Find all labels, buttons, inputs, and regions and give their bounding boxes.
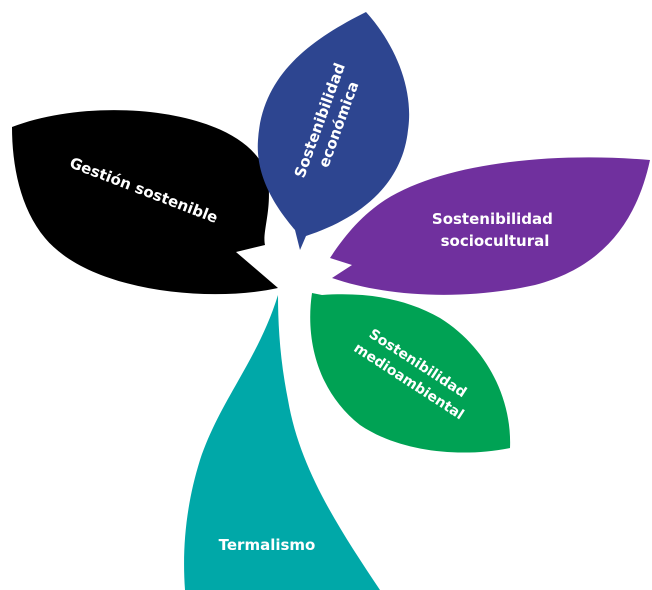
petal-economica-shape [257, 12, 410, 250]
svg-text:Sostenibilidad sociocult: Sostenibilidad sociocultural [432, 210, 558, 250]
petal-sostenibilidad-economica: Sostenibilidad económica [257, 12, 410, 250]
petal-sociocultural-label-line2: sociocultural [441, 232, 550, 250]
petal-sostenibilidad-sociocultural: Sostenibilidad sociocultural [330, 157, 650, 295]
petal-termalismo-shape [184, 295, 380, 590]
petal-gestion-sostenible: Gestión sostenible [12, 110, 278, 295]
petal-sostenibilidad-medioambiental: Sostenibilidad medioambiental [310, 293, 511, 453]
petal-sociocultural-shape [330, 157, 650, 295]
petal-termalismo-label: Termalismo [219, 536, 316, 554]
petal-medioambiental-shape [310, 293, 511, 453]
petal-termalismo: Termalismo [184, 295, 380, 590]
petal-sociocultural-label-line1: Sostenibilidad [432, 210, 553, 228]
petal-gestion-shape [12, 110, 278, 295]
